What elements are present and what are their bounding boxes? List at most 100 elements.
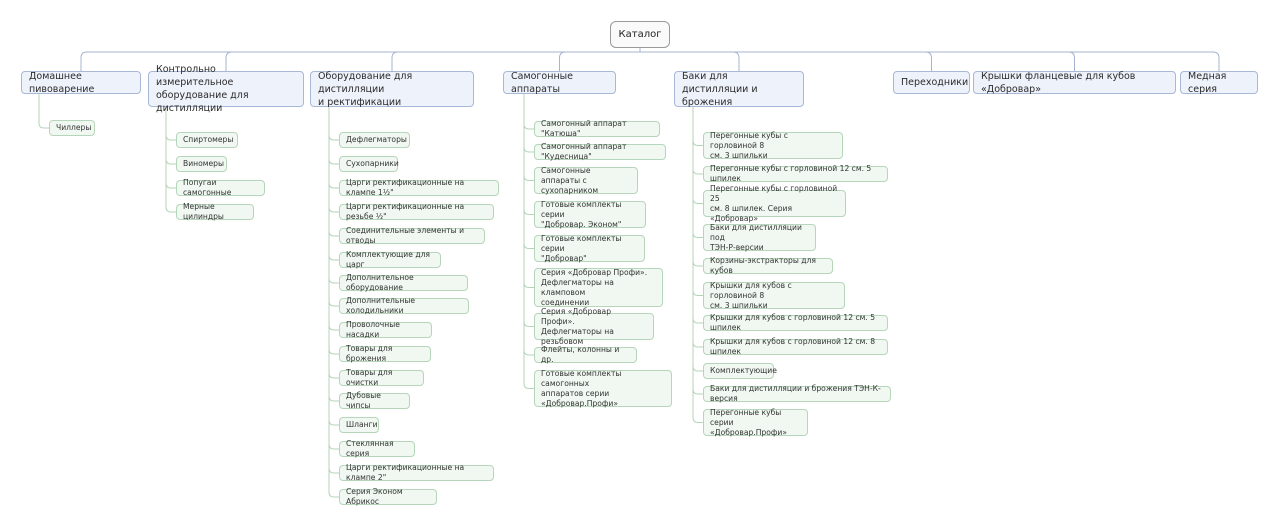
leaf-node[interactable]: Готовые комплекты самогонных аппаратов с… bbox=[534, 369, 672, 408]
category-label: Крышки фланцевые для кубов «Добровар» bbox=[981, 70, 1136, 95]
leaf-connector bbox=[328, 107, 339, 189]
leaf-connector bbox=[328, 107, 339, 141]
category-connector bbox=[391, 51, 640, 71]
leaf-node[interactable]: Баки для дистилляции и брожения ТЭН-К-ве… bbox=[703, 384, 891, 403]
leaf-node[interactable]: Товары для очистки bbox=[339, 368, 424, 387]
leaf-label: Мерные цилиндры bbox=[183, 202, 224, 221]
leaf-node[interactable]: Спиртомеры bbox=[176, 132, 238, 148]
leaf-label: Виномеры bbox=[183, 159, 224, 168]
leaf-node[interactable]: Царги ректификационные на клампе 1½" bbox=[339, 178, 499, 197]
leaf-node[interactable]: Перегонные кубы с горловиной 8 см. 3 шпи… bbox=[703, 130, 843, 160]
leaf-connector bbox=[165, 107, 176, 213]
leaf-label: Перегонные кубы с горловиной 8 см. 3 шпи… bbox=[710, 130, 788, 160]
leaf-connector bbox=[523, 94, 534, 181]
leaf-connector bbox=[692, 107, 703, 423]
leaf-node[interactable]: Самогонный аппарат "Катюша" bbox=[534, 119, 660, 138]
leaf-node[interactable]: Сухопарники bbox=[339, 156, 399, 172]
category-home-brewing[interactable]: Домашнее пивоварение bbox=[21, 71, 141, 95]
leaf-connector bbox=[328, 107, 339, 213]
leaf-label: Товары для очистки bbox=[346, 368, 393, 387]
leaf-label: Комплектующие для царг bbox=[346, 250, 430, 269]
leaf-label: Флейты, колонны и др. bbox=[541, 345, 620, 364]
leaf-label: Стеклянная серия bbox=[346, 439, 394, 458]
leaf-connector bbox=[328, 107, 339, 474]
leaf-node[interactable]: Самогонный аппарат "Кудесница" bbox=[534, 142, 666, 161]
leaf-node[interactable]: Мерные цилиндры bbox=[176, 202, 254, 221]
leaf-node[interactable]: Стеклянная серия bbox=[339, 439, 415, 458]
leaf-node[interactable]: Серия Эконом Абрикос bbox=[339, 487, 437, 506]
leaf-node[interactable]: Соединительные элементы и отводы bbox=[339, 226, 485, 245]
leaf-node[interactable]: Проволочные насадки bbox=[339, 320, 432, 339]
leaf-node[interactable]: Дополнительное оборудование bbox=[339, 273, 468, 292]
leaf-node[interactable]: Флейты, колонны и др. bbox=[534, 345, 637, 364]
category-moonshine-stills[interactable]: Самогонные аппараты bbox=[503, 71, 616, 95]
leaf-node[interactable]: Корзины-экстракторы для кубов bbox=[703, 256, 833, 275]
leaf-label: Крышки для кубов с горловиной 12 см. 5 ш… bbox=[710, 313, 876, 332]
category-connector bbox=[559, 51, 640, 71]
category-flange-lids[interactable]: Крышки фланцевые для кубов «Добровар» bbox=[973, 70, 1176, 95]
leaf-connector bbox=[165, 107, 176, 189]
leaf-label: Дефлегматоры bbox=[346, 135, 407, 144]
leaf-label: Корзины-экстракторы для кубов bbox=[710, 256, 816, 275]
leaf-node[interactable]: Чиллеры bbox=[49, 120, 95, 136]
leaf-node[interactable]: Попугаи самогонные bbox=[176, 178, 265, 197]
leaf-node[interactable]: Серия «Добровар Профи». Дефлегматоры на … bbox=[534, 268, 663, 307]
leaf-label: Товары для брожения bbox=[346, 344, 393, 363]
leaf-label: Перегонные кубы с горловиной 12 см. 5 шп… bbox=[710, 164, 872, 183]
leaf-node[interactable]: Шланги bbox=[339, 417, 379, 433]
leaf-label: Дополнительные холодильники bbox=[346, 296, 416, 315]
leaf-node[interactable]: Готовые комплекты серии "Добровар" bbox=[534, 233, 645, 263]
leaf-connector bbox=[692, 107, 703, 372]
leaf-label: Сухопарники bbox=[346, 159, 399, 168]
leaf-connector bbox=[328, 107, 339, 355]
leaf-connector bbox=[328, 107, 339, 498]
category-copper-series[interactable]: Медная серия bbox=[1180, 71, 1258, 95]
leaf-node[interactable]: Товары для брожения bbox=[339, 344, 431, 363]
leaf-label: Серия Эконом Абрикос bbox=[346, 487, 403, 506]
leaf-node[interactable]: Перегонные кубы серии «Добровар.Профи» bbox=[703, 408, 808, 437]
category-adapters[interactable]: Переходники bbox=[893, 71, 970, 94]
leaf-node[interactable]: Дефлегматоры bbox=[339, 132, 410, 148]
leaf-label: Серия «Добровар Профи». Дефлегматоры на … bbox=[541, 267, 648, 307]
leaf-node[interactable]: Готовые комплекты серии "Добровар. Эконо… bbox=[534, 199, 646, 229]
leaf-node[interactable]: Комплектующие bbox=[703, 363, 777, 379]
category-connector bbox=[640, 51, 1075, 71]
leaf-node[interactable]: Царги ректификационные на резьбе ½" bbox=[339, 202, 494, 221]
leaf-connector bbox=[523, 94, 534, 327]
leaf-label: Готовые комплекты серии "Добровар" bbox=[541, 233, 622, 263]
category-measuring-equipment[interactable]: Контрольно измерительное оборудование дл… bbox=[148, 64, 304, 114]
leaf-label: Крышки для кубов с горловиной 8 см. 3 шп… bbox=[710, 280, 792, 310]
leaf-node[interactable]: Перегонные кубы с горловиной 25 см. 8 шп… bbox=[703, 184, 846, 223]
leaf-node[interactable]: Серия «Добровар Профи». Дефлегматоры на … bbox=[534, 307, 654, 346]
leaf-node[interactable]: Царги ректификационные на клампе 2" bbox=[339, 463, 494, 482]
leaf-label: Спиртомеры bbox=[183, 135, 234, 144]
leaf-label: Дубовые чипсы bbox=[346, 391, 381, 410]
leaf-label: Самогонный аппарат "Кудесница" bbox=[541, 142, 627, 161]
leaf-node[interactable]: Дубовые чипсы bbox=[339, 391, 410, 410]
leaf-connector bbox=[328, 107, 339, 307]
leaf-connector bbox=[165, 107, 176, 165]
leaf-connector bbox=[523, 94, 534, 288]
leaf-label: Самогонный аппарат "Катюша" bbox=[541, 119, 627, 138]
leaf-node[interactable]: Виномеры bbox=[176, 156, 227, 172]
leaf-connector bbox=[328, 107, 339, 331]
leaf-node[interactable]: Самогонные аппараты с сухопарником bbox=[534, 165, 638, 195]
leaf-connector bbox=[523, 94, 534, 389]
leaf-node[interactable]: Баки для дистилляции под ТЭН-Р-версии bbox=[703, 223, 816, 252]
leaf-label: Готовые комплекты серии "Добровар. Эконо… bbox=[541, 199, 622, 229]
leaf-connector bbox=[38, 94, 49, 129]
catalog-root-node[interactable]: Каталог bbox=[610, 21, 670, 48]
root-label: Каталог bbox=[618, 29, 662, 40]
leaf-node[interactable]: Крышки для кубов с горловиной 12 см. 8 ш… bbox=[703, 337, 888, 356]
leaf-connector bbox=[328, 107, 339, 165]
category-distillation-equipment[interactable]: Оборудование для дистилляции и ректифика… bbox=[310, 71, 474, 108]
leaf-connector bbox=[328, 107, 339, 284]
leaf-node[interactable]: Комплектующие для царг bbox=[339, 250, 441, 269]
leaf-node[interactable]: Дополнительные холодильники bbox=[339, 296, 469, 315]
leaf-node[interactable]: Крышки для кубов с горловиной 8 см. 3 шп… bbox=[703, 280, 845, 310]
leaf-node[interactable]: Перегонные кубы с горловиной 12 см. 5 шп… bbox=[703, 164, 888, 183]
leaf-label: Самогонные аппараты с сухопарником bbox=[541, 165, 599, 195]
leaf-label: Соединительные элементы и отводы bbox=[346, 226, 465, 245]
category-tanks[interactable]: Баки для дистилляции и брожения bbox=[674, 71, 804, 108]
leaf-node[interactable]: Крышки для кубов с горловиной 12 см. 5 ш… bbox=[703, 313, 888, 332]
